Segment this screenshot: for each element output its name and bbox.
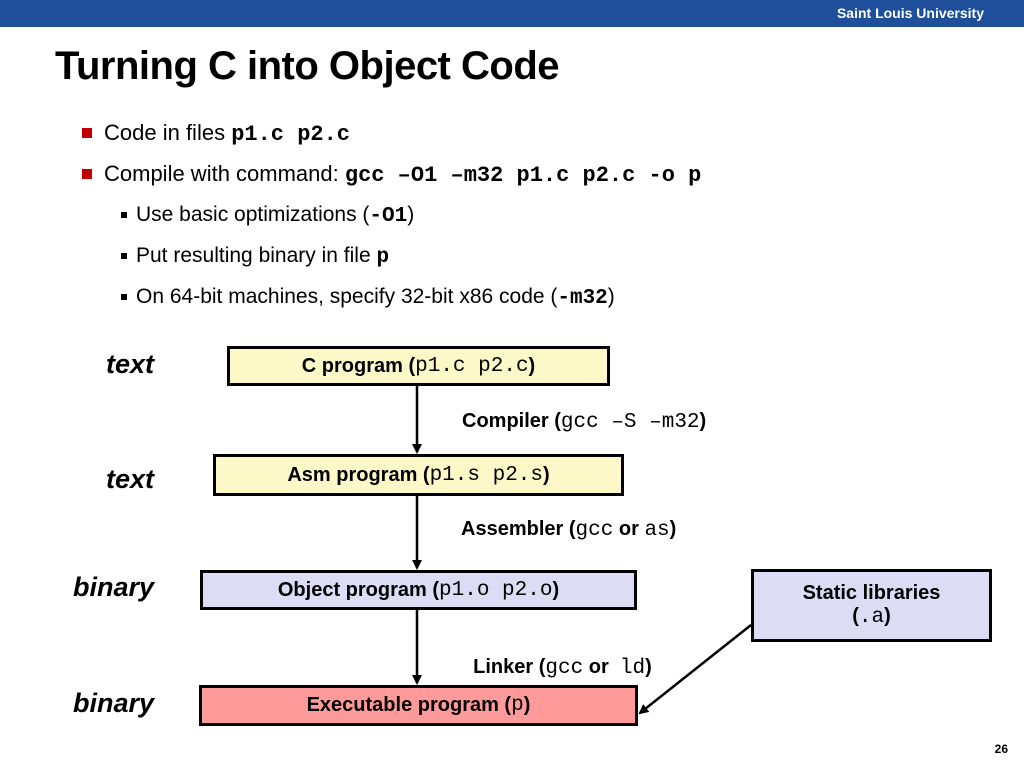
bullet-text-end: ) <box>407 203 415 226</box>
box-label-end: ) <box>552 578 560 601</box>
box-paren-open: ( <box>852 605 859 627</box>
sub-bullet-binary-file: Put resulting binary in file p <box>121 244 389 269</box>
compiler-step-label: Compiler (gcc –S –m32) <box>462 410 706 434</box>
box-paren-close: ) <box>884 605 891 627</box>
bullet-text: Code in files <box>104 120 232 145</box>
linker-step-label: Linker (gcc or ld) <box>462 633 652 680</box>
sub-bullet-marker <box>121 212 127 218</box>
box-label: C program ( <box>301 354 416 377</box>
step-text: Linker ( <box>473 656 546 678</box>
step-text-end: ) <box>669 518 677 540</box>
box-label: Static libraries <box>802 582 941 604</box>
step-code: ld <box>619 657 646 680</box>
bullet-compile-command: Compile with command: gcc –O1 –m32 p1.c … <box>82 161 701 188</box>
side-label-text-1: text <box>105 349 154 379</box>
box-code: p <box>511 694 524 717</box>
side-label-binary-2: binary <box>72 688 154 718</box>
header-bar: Saint Louis University <box>0 0 1024 27</box>
side-label-binary-1: binary <box>72 572 154 602</box>
sub-bullet-optimizations: Use basic optimizations (-O1) <box>121 203 414 228</box>
box-code: p1.s p2.s <box>429 463 543 487</box>
step-text-end: ) <box>645 656 652 678</box>
bullet-text: On 64-bit machines, specify 32-bit x86 c… <box>136 285 558 308</box>
c-program-box: C program (p1.c p2.c) <box>227 346 610 386</box>
slide-title: Turning C into Object Code <box>55 44 560 88</box>
box-code-line: (.a) <box>852 605 891 629</box>
step-text: Compiler ( <box>462 410 561 432</box>
bullet-code: -m32 <box>557 287 608 310</box>
bullet-code: -O1 <box>369 205 408 228</box>
bullet-marker <box>82 128 92 138</box>
executable-program-box: Executable program (p) <box>199 685 638 726</box>
box-label: Object program ( <box>277 578 440 601</box>
bullet-text: Use basic optimizations ( <box>136 203 370 226</box>
step-text: Assembler ( <box>461 518 576 540</box>
bullet-code-files: Code in files p1.c p2.c <box>82 120 350 147</box>
bullet-marker <box>82 169 92 179</box>
box-label-end: ) <box>543 463 550 486</box>
bullet-text: Compile with command: <box>104 161 345 186</box>
sub-bullet-m32: On 64-bit machines, specify 32-bit x86 c… <box>121 285 615 310</box>
step-code: gcc –S –m32 <box>560 411 700 434</box>
step-code: as <box>644 519 670 542</box>
bullet-text: Put resulting binary in file <box>136 244 377 267</box>
bullet-code: gcc –O1 –m32 p1.c p2.c -o p <box>344 163 702 188</box>
static-libraries-box: Static libraries (.a) <box>751 569 992 642</box>
bullet-text-end: ) <box>607 285 615 308</box>
step-text-mid: or <box>583 656 620 678</box>
box-code: .a <box>858 606 885 629</box>
side-label-text-2: text <box>105 464 154 494</box>
step-text-end: ) <box>699 410 707 432</box>
step-code: gcc <box>545 657 584 680</box>
bullet-code: p1.c p2.c <box>231 122 351 147</box>
sub-bullet-marker <box>121 294 127 300</box>
asm-program-box: Asm program (p1.s p2.s) <box>213 454 624 496</box>
assembler-step-label: Assembler (gcc or as) <box>461 518 676 542</box>
box-label-end: ) <box>523 694 531 716</box>
institution-name: Saint Louis University <box>836 5 984 21</box>
box-code: p1.o p2.o <box>439 578 553 602</box>
bullet-code: p <box>376 246 390 269</box>
box-label: Executable program ( <box>306 694 512 716</box>
arrow-static-lib <box>638 624 752 715</box>
step-text-mid: or <box>613 518 645 540</box>
box-code: p1.c p2.c <box>415 354 529 378</box>
box-label-end: ) <box>528 354 536 377</box>
step-code: gcc <box>575 519 614 542</box>
sub-bullet-marker <box>121 253 127 259</box>
box-label: Asm program ( <box>287 463 430 486</box>
page-number: 26 <box>994 742 1008 756</box>
object-program-box: Object program (p1.o p2.o) <box>200 570 637 610</box>
